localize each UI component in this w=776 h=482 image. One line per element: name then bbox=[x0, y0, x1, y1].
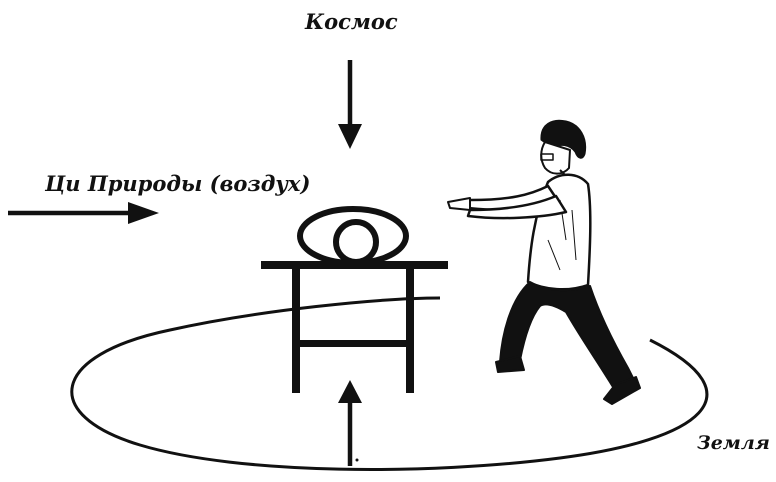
back-foot bbox=[495, 355, 525, 373]
ground-dot bbox=[355, 458, 359, 462]
trousers bbox=[499, 281, 636, 393]
arm-front bbox=[466, 194, 568, 220]
hands bbox=[447, 197, 471, 211]
nature-qi-arrow bbox=[8, 202, 159, 224]
practitioner-figure bbox=[447, 119, 641, 405]
front-foot bbox=[603, 376, 641, 405]
face bbox=[540, 141, 571, 175]
nature-qi-label: Ци Природы (воздух) bbox=[44, 171, 310, 196]
earth-label: Земля bbox=[697, 432, 770, 454]
cosmos-label: Космос bbox=[304, 9, 398, 34]
earth-ellipse bbox=[70, 296, 709, 471]
table-with-patient bbox=[261, 206, 448, 393]
earth-arrow bbox=[338, 380, 362, 466]
cosmos-arrow bbox=[338, 60, 362, 149]
hair bbox=[540, 119, 587, 159]
